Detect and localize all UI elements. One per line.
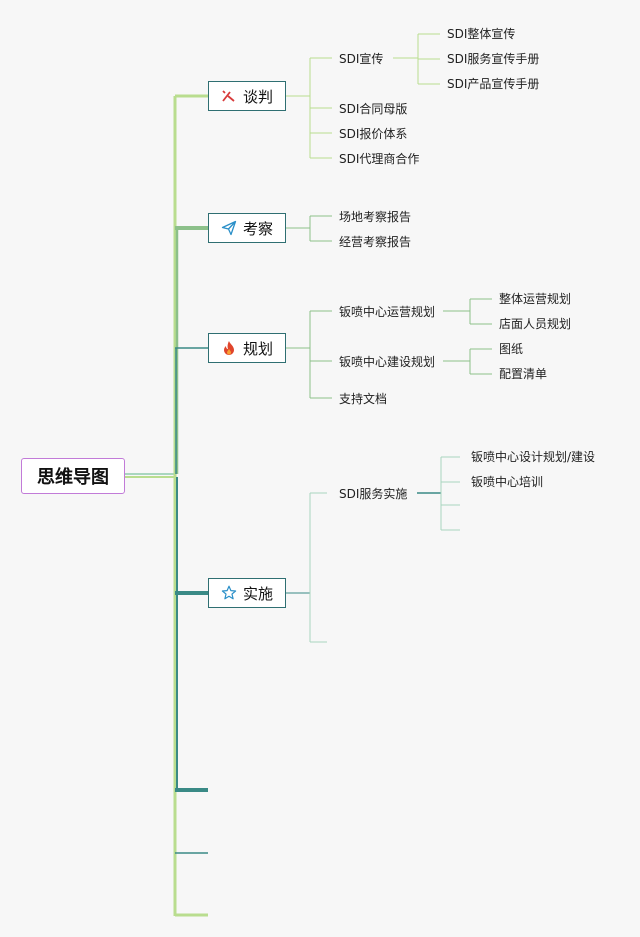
subtopic-center-training[interactable]: 钣喷中心培训 — [471, 475, 544, 489]
branch-label: 规划 — [242, 339, 273, 358]
subtopic-sdi-overall-promotion[interactable]: SDI整体宣传 — [447, 27, 516, 41]
topic-sdi-contract-template[interactable]: SDI合同母版 — [339, 102, 408, 116]
swords-icon — [222, 90, 235, 102]
topic-sdi-service-implementation[interactable]: SDI服务实施 — [339, 487, 408, 501]
fire-icon — [223, 341, 234, 355]
topic-support-docs[interactable]: 支持文档 — [339, 392, 388, 406]
root-node[interactable]: 思维导图 — [21, 458, 125, 494]
subtopic-store-staff-planning[interactable]: 店面人员规划 — [499, 317, 572, 331]
subtopic-sdi-service-brochure[interactable]: SDI服务宣传手册 — [447, 52, 540, 66]
topic-sdi-promotion[interactable]: SDI宣传 — [339, 52, 384, 66]
topic-construction-planning[interactable]: 钣喷中心建设规划 — [339, 355, 436, 369]
subtopic-sdi-product-brochure[interactable]: SDI产品宣传手册 — [447, 77, 540, 91]
root-label: 思维导图 — [37, 467, 109, 488]
branch-label: 谈判 — [242, 87, 273, 106]
branch-label: 实施 — [242, 584, 273, 603]
paper-plane-icon — [221, 220, 237, 236]
branch-implementation[interactable]: 实施 — [208, 578, 286, 608]
topic-business-inspection-report[interactable]: 经营考察报告 — [339, 235, 412, 249]
subtopic-design-planning-construction[interactable]: 钣喷中心设计规划/建设 — [471, 450, 596, 464]
subtopic-configuration-list[interactable]: 配置清单 — [499, 367, 548, 381]
topic-sdi-agent-cooperation[interactable]: SDI代理商合作 — [339, 152, 420, 166]
topic-operation-planning[interactable]: 钣喷中心运营规划 — [339, 305, 436, 319]
branch-inspection[interactable]: 考察 — [208, 213, 286, 243]
topic-site-inspection-report[interactable]: 场地考察报告 — [339, 210, 412, 224]
subtopic-overall-operation-planning[interactable]: 整体运营规划 — [499, 292, 572, 306]
topic-sdi-pricing-system[interactable]: SDI报价体系 — [339, 127, 408, 141]
branch-negotiation[interactable]: 谈判 — [208, 81, 286, 111]
subtopic-drawings[interactable]: 图纸 — [499, 342, 524, 356]
branch-planning[interactable]: 规划 — [208, 333, 286, 363]
branch-label: 考察 — [242, 219, 273, 238]
star-icon — [221, 585, 237, 600]
